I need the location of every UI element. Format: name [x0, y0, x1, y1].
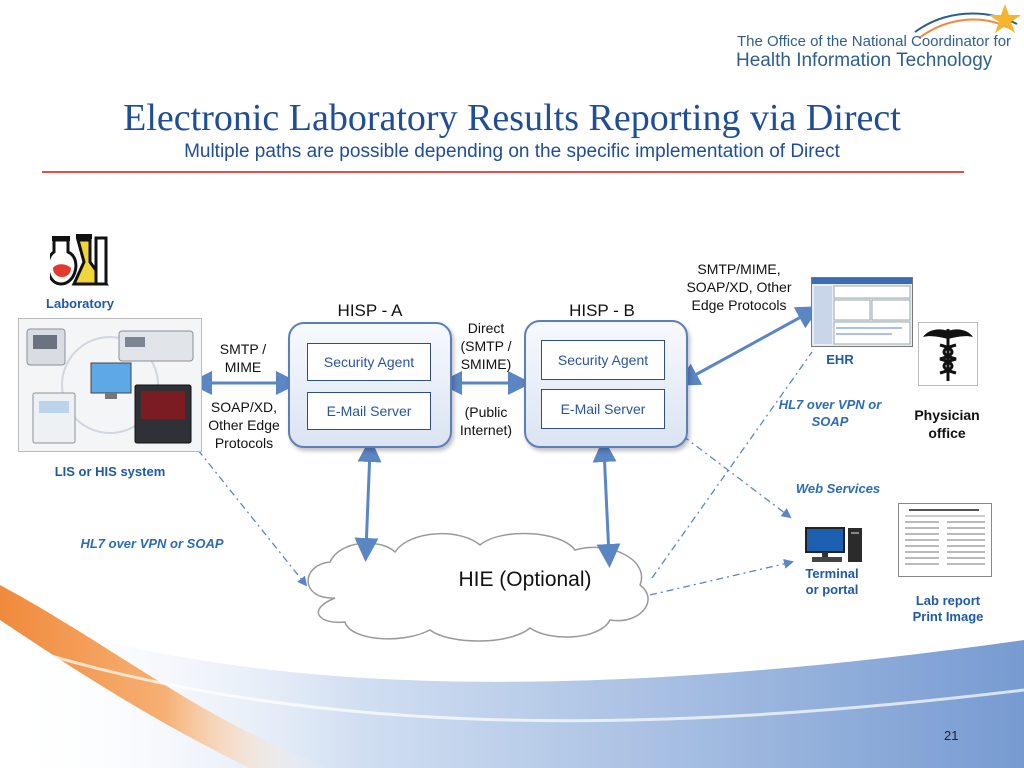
smtp-mime-line1: SMTP / — [219, 341, 267, 357]
right-protocols-label: SMTP/MIME, SOAP/XD, Other Edge Protocols — [676, 260, 802, 314]
public-internet-line2: Internet) — [459, 422, 513, 438]
page-subtitle: Multiple paths are possible depending on… — [184, 141, 840, 162]
page-number: 21 — [944, 728, 959, 743]
dashed-lab-hie — [197, 449, 308, 587]
title-divider — [42, 171, 964, 173]
dashed-hispb-terminal — [682, 435, 792, 519]
direct-line3: SMIME) — [460, 356, 512, 372]
hl7-right-line1: HL7 over VPN or — [778, 397, 882, 412]
arrow-hispb-hie — [592, 438, 621, 568]
hisp-a-security-agent: Security Agent — [307, 343, 431, 381]
physician-office-line1: Physician — [914, 407, 980, 423]
ehr-screenshot-image — [811, 277, 913, 347]
terminal-line1: Terminal — [805, 566, 859, 581]
lab-equipment-image — [18, 318, 202, 452]
terminal-line2: or portal — [805, 582, 859, 597]
logo-line2: Health Information Technology — [736, 50, 993, 71]
lis-his-system-label: LIS or HIS system — [54, 464, 166, 479]
public-internet-label: (Public Internet) — [452, 403, 520, 439]
laboratory-flask-icon — [50, 234, 109, 286]
hisp-b-security-agent: Security Agent — [541, 340, 665, 380]
hl7-vpn-soap-right-label: HL7 over VPN or SOAP — [766, 396, 894, 430]
hisp-b-email-server: E-Mail Server — [541, 389, 665, 429]
ehr-label: EHR — [826, 352, 854, 367]
hisp-a-title: HISP - A — [337, 301, 403, 320]
right-protocols-line2: SOAP/XD, Other — [686, 279, 792, 295]
hl7-vpn-soap-left-label: HL7 over VPN or SOAP — [80, 536, 224, 551]
arrow-hispa-hie — [354, 438, 382, 562]
direct-line2: (SMTP / — [460, 338, 512, 354]
right-protocols-line1: SMTP/MIME, — [697, 261, 781, 277]
terminal-computer-icon — [805, 527, 862, 562]
smtp-mime-label: SMTP / MIME — [206, 340, 280, 376]
direct-line1: Direct — [467, 320, 505, 336]
soap-xd-line2: Other Edge — [208, 417, 280, 433]
logo-line1: The Office of the National Coordinator f… — [737, 33, 1012, 50]
physician-office-line2: office — [928, 425, 966, 441]
dashed-hie-terminal — [649, 558, 794, 596]
page-title: Electronic Laboratory Results Reporting … — [123, 97, 901, 139]
arrow-hispb-ehr — [675, 306, 821, 386]
onc-logo-icon — [914, 4, 1021, 39]
hl7-right-line2: SOAP — [811, 414, 849, 429]
direct-smtp-label: Direct (SMTP / SMIME) — [452, 319, 520, 373]
soap-xd-line1: SOAP/XD, — [210, 399, 278, 415]
soap-xd-label: SOAP/XD, Other Edge Protocols — [200, 398, 288, 452]
public-internet-line1: (Public — [464, 404, 508, 420]
hisp-a-email-server: E-Mail Server — [307, 392, 431, 430]
physician-caduceus-icon — [918, 322, 978, 386]
lab-report-line2: Print Image — [912, 609, 984, 624]
hie-optional-label: HIE (Optional) — [458, 568, 592, 591]
lab-report-line1: Lab report — [915, 593, 981, 608]
physician-office-label: Physician office — [898, 406, 996, 442]
terminal-portal-label: Terminal or portal — [790, 566, 874, 598]
soap-xd-line3: Protocols — [214, 435, 274, 451]
lab-report-label: Lab report Print Image — [900, 593, 996, 625]
dashed-hie-ehr — [651, 351, 813, 579]
hisp-b-title: HISP - B — [569, 301, 635, 320]
laboratory-label: Laboratory — [46, 296, 114, 311]
web-services-label: Web Services — [795, 481, 881, 496]
lab-report-image — [898, 503, 992, 577]
right-protocols-line3: Edge Protocols — [691, 297, 787, 313]
smtp-mime-line2: MIME — [224, 359, 262, 375]
